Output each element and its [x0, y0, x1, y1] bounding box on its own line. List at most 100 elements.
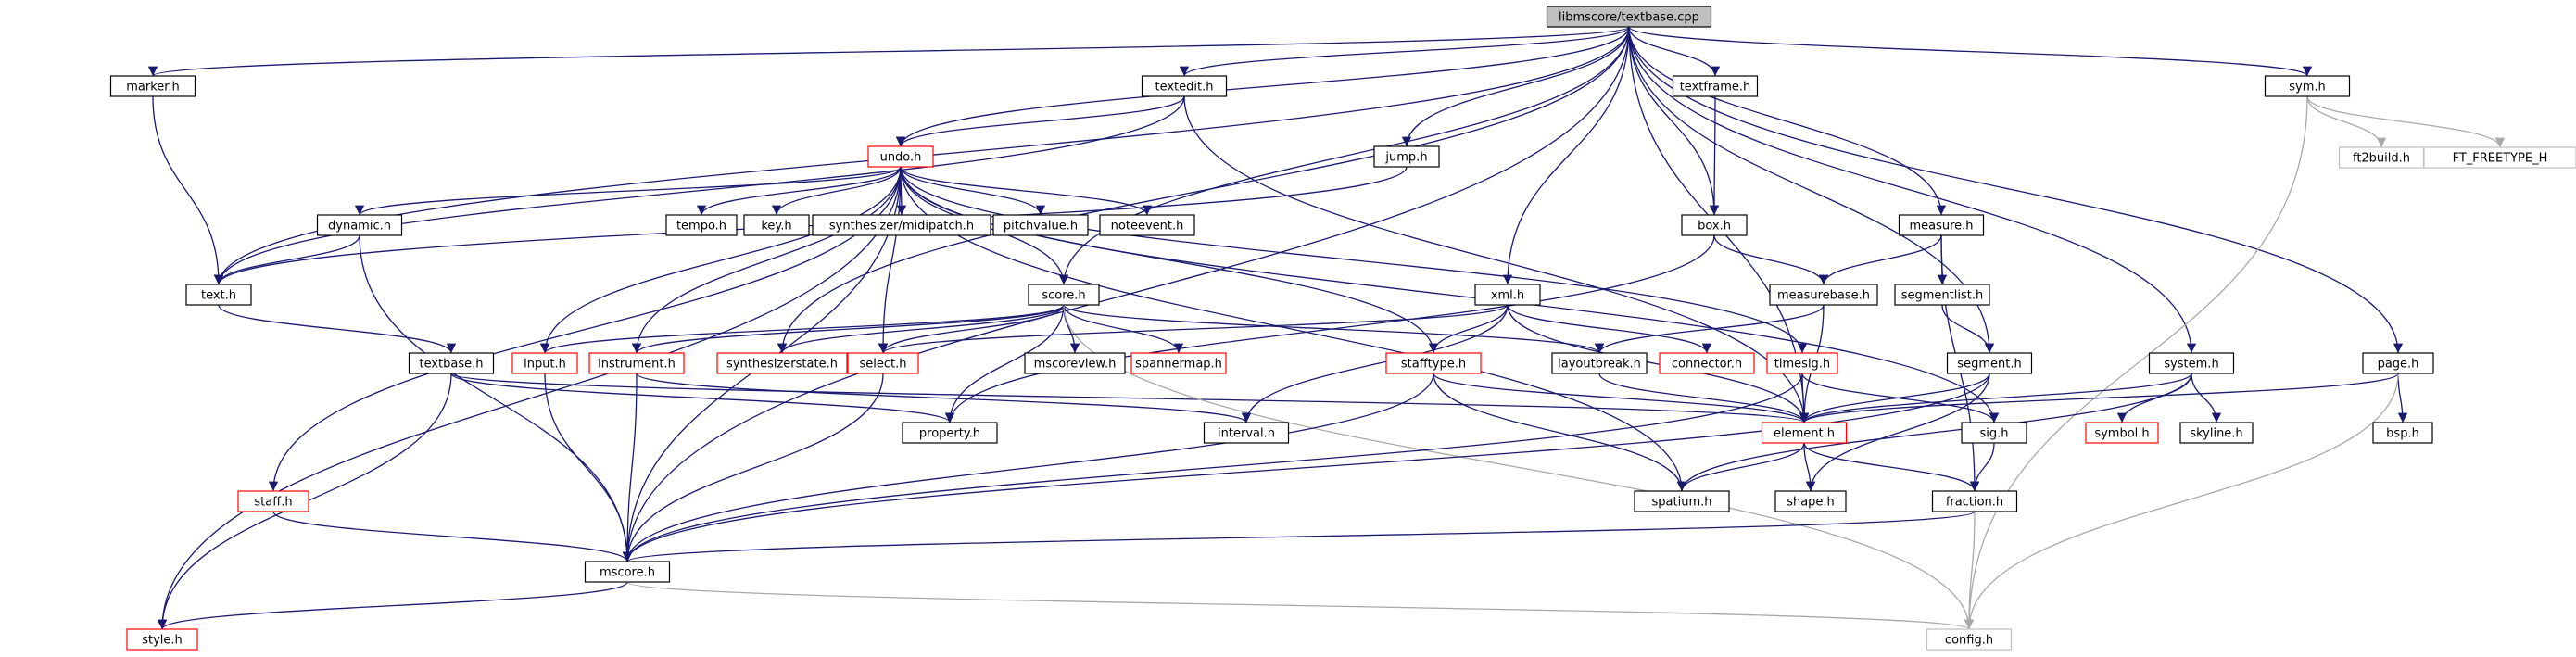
- node-jump[interactable]: jump.h: [1373, 145, 1440, 168]
- node-ft2build[interactable]: ft2build.h: [2338, 146, 2425, 169]
- node-sig[interactable]: sig.h: [1961, 422, 2027, 444]
- edge-mscore-to-style: [158, 581, 628, 630]
- node-box-pitchvalue: [992, 214, 1089, 236]
- node-instrument[interactable]: instrument.h: [588, 352, 685, 374]
- node-dynamic[interactable]: dynamic.h: [316, 214, 403, 236]
- node-config[interactable]: config.h: [1926, 628, 2013, 651]
- node-text[interactable]: text.h: [185, 284, 252, 306]
- edge-xml-to-select: [878, 304, 1509, 354]
- node-box[interactable]: box.h: [1681, 214, 1748, 236]
- edge-root-to-box: [1628, 26, 1720, 216]
- node-symbol[interactable]: symbol.h: [2085, 422, 2159, 444]
- node-label-instrument: instrument.h: [598, 358, 676, 372]
- edge-root-to-marker: [148, 26, 1630, 77]
- node-box-root: [1546, 6, 1712, 28]
- node-box-fraction: [1931, 490, 2018, 512]
- node-midipatch[interactable]: synthesizer/midipatch.h: [812, 214, 991, 236]
- edge-xml-to-connector: [1507, 304, 1712, 354]
- node-property[interactable]: property.h: [902, 422, 998, 444]
- node-spannermap[interactable]: spannermap.h: [1130, 352, 1227, 374]
- edge-root-to-xml: [1502, 26, 1630, 285]
- edge-measurebase-to-layoutbreak: [1594, 304, 1825, 354]
- node-label-ft2build: ft2build.h: [2353, 152, 2410, 166]
- node-box-style: [126, 628, 198, 651]
- edge-textedit-to-undo: [895, 95, 1185, 147]
- node-measure[interactable]: measure.h: [1898, 214, 1985, 236]
- edge-measure-to-measurebase: [1818, 234, 1942, 285]
- node-mscore[interactable]: mscore.h: [584, 561, 671, 583]
- node-box-element: [1761, 422, 1848, 444]
- node-box-marker: [109, 75, 196, 97]
- node-xml[interactable]: xml.h: [1474, 284, 1541, 306]
- node-sym[interactable]: sym.h: [2264, 75, 2351, 97]
- node-key[interactable]: key.h: [743, 214, 810, 236]
- node-box-midipatch: [812, 214, 991, 236]
- edge-undo-to-select: [878, 166, 902, 354]
- node-label-tempo: tempo.h: [676, 220, 726, 234]
- node-segmentlist[interactable]: segmentlist.h: [1894, 284, 1990, 306]
- node-box-segment: [1946, 352, 2033, 374]
- node-fraction[interactable]: fraction.h: [1931, 490, 2018, 512]
- node-box-interval: [1203, 422, 1290, 444]
- node-box-dynamic: [316, 214, 403, 236]
- node-box-textedit: [1141, 75, 1228, 97]
- node-tempo[interactable]: tempo.h: [665, 214, 738, 236]
- node-box-staff: [237, 490, 309, 512]
- node-label-mscoreview: mscoreview.h: [1034, 358, 1117, 372]
- node-label-bsp: bsp.h: [2386, 427, 2419, 441]
- node-staff[interactable]: staff.h: [237, 490, 309, 512]
- node-page[interactable]: page.h: [2362, 352, 2434, 374]
- node-textframe[interactable]: textframe.h: [1672, 75, 1759, 97]
- node-box-timesig: [1766, 352, 1838, 374]
- node-box-segmentlist: [1894, 284, 1990, 306]
- node-label-ftfreetype: FT_FREETYPE_H: [2453, 152, 2548, 166]
- edge-page-to-bsp: [2397, 373, 2408, 423]
- node-textbaseh[interactable]: textbase.h: [408, 352, 495, 374]
- node-input[interactable]: input.h: [511, 352, 578, 374]
- node-root[interactable]: libmscore/textbase.cpp: [1546, 6, 1712, 28]
- node-label-marker: marker.h: [126, 81, 180, 95]
- node-label-textedit: textedit.h: [1155, 81, 1214, 95]
- node-style[interactable]: style.h: [126, 628, 198, 651]
- node-connector[interactable]: connector.h: [1659, 352, 1755, 374]
- node-label-dynamic: dynamic.h: [328, 220, 391, 234]
- node-noteevent[interactable]: noteevent.h: [1099, 214, 1195, 236]
- node-box-textframe: [1672, 75, 1759, 97]
- edge-page-to-element: [1799, 373, 2399, 423]
- node-timesig[interactable]: timesig.h: [1766, 352, 1838, 374]
- edge-undo-to-pitchvalue: [900, 166, 1046, 216]
- node-undo[interactable]: undo.h: [867, 145, 934, 168]
- node-label-property: property.h: [919, 427, 980, 441]
- node-system[interactable]: system.h: [2148, 352, 2235, 374]
- node-interval[interactable]: interval.h: [1203, 422, 1290, 444]
- node-pitchvalue[interactable]: pitchvalue.h: [992, 214, 1089, 236]
- edge-marker-to-text: [152, 95, 224, 285]
- node-synthstate[interactable]: synthesizerstate.h: [716, 352, 848, 374]
- node-label-synthstate: synthesizerstate.h: [726, 358, 838, 372]
- edge-stafftype-to-mscore: [622, 373, 1434, 562]
- node-box-system: [2148, 352, 2235, 374]
- edge-score-to-select: [878, 304, 1065, 354]
- node-element[interactable]: element.h: [1761, 422, 1848, 444]
- node-label-skyline: skyline.h: [2190, 427, 2242, 441]
- node-box-shape: [1774, 490, 1847, 512]
- node-select[interactable]: select.h: [847, 352, 919, 374]
- node-mscoreview[interactable]: mscoreview.h: [1024, 352, 1126, 374]
- node-ftfreetype[interactable]: FT_FREETYPE_H: [2423, 146, 2576, 169]
- node-stafftype[interactable]: stafftype.h: [1385, 352, 1482, 374]
- node-label-element: element.h: [1774, 427, 1835, 441]
- node-layoutbreak[interactable]: layoutbreak.h: [1551, 352, 1648, 374]
- node-marker[interactable]: marker.h: [109, 75, 196, 97]
- node-label-measurebase: measurebase.h: [1777, 289, 1870, 303]
- node-box-symbol: [2085, 422, 2159, 444]
- node-skyline[interactable]: skyline.h: [2179, 422, 2254, 444]
- node-shape[interactable]: shape.h: [1774, 490, 1847, 512]
- node-score[interactable]: score.h: [1028, 284, 1100, 306]
- node-textedit[interactable]: textedit.h: [1141, 75, 1228, 97]
- node-bsp[interactable]: bsp.h: [2372, 422, 2433, 444]
- node-segment[interactable]: segment.h: [1946, 352, 2033, 374]
- edge-textbaseh-to-element: [450, 373, 1809, 423]
- node-measurebase[interactable]: measurebase.h: [1769, 284, 1878, 306]
- node-spatium[interactable]: spatium.h: [1634, 490, 1730, 512]
